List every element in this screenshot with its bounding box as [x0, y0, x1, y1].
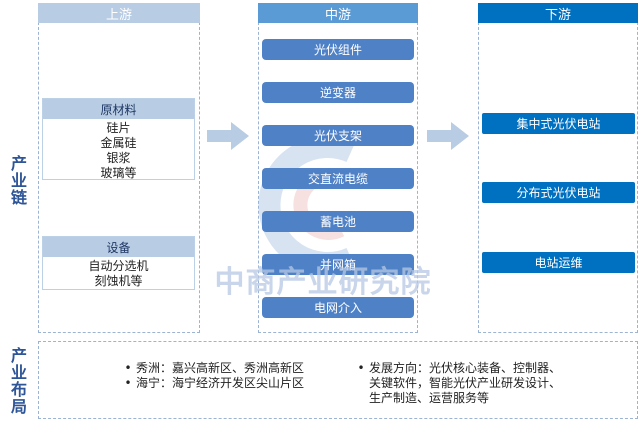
bullet-icon: • [124, 361, 132, 375]
equipment-box: 设备 自动分选机 刻蚀机等 [42, 236, 195, 290]
downstream-item-distributed: 分布式光伏电站 [482, 182, 635, 203]
downstream-panel [478, 22, 638, 333]
midstream-item-cable: 交直流电缆 [262, 168, 414, 189]
midstream-item-pv-bracket: 光伏支架 [262, 125, 414, 146]
location-text: 秀洲：嘉兴高新区、秀洲高新区 [136, 361, 305, 375]
layout-direction: • 发展方向：光伏核心装备、控制器、 关键软件，智能光伏产业研发设计、 生产制造… [353, 361, 561, 406]
equipment-item: 刻蚀机等 [94, 274, 143, 288]
list-item: • 海宁：海宁经济开发区尖山片区 [120, 376, 304, 391]
list-item: • 秀洲：嘉兴高新区、秀洲高新区 [120, 361, 304, 376]
upstream-header: 上游 [38, 3, 200, 23]
equipment-item: 自动分选机 [88, 259, 149, 273]
list-item: • 发展方向：光伏核心装备、控制器、 [353, 361, 561, 376]
bullet-icon: • [357, 361, 365, 375]
downstream-item-centralized: 集中式光伏电站 [482, 113, 635, 134]
midstream-item-pv-module: 光伏组件 [262, 39, 414, 60]
direction-text: 生产制造、运营服务等 [369, 391, 490, 405]
arrow-right-icon [207, 122, 249, 150]
midstream-item-grid-box: 并网箱 [262, 254, 414, 275]
location-text: 海宁：海宁经济开发区尖山片区 [136, 376, 305, 390]
direction-text: 关键软件，智能光伏产业研发设计、 [369, 376, 562, 390]
raw-material-item: 玻璃等 [100, 166, 137, 180]
watermark-text: 中商产业研究院 [214, 265, 432, 300]
raw-material-item: 硅片 [106, 121, 131, 135]
midstream-header: 中游 [258, 3, 418, 23]
midstream-item-grid-access: 电网介入 [262, 297, 414, 318]
direction-text: 发展方向：光伏核心装备、控制器、 [369, 361, 562, 375]
industry-chain-label: 产业链 [8, 154, 27, 206]
raw-material-item: 银浆 [106, 151, 131, 165]
raw-materials-title: 原材料 [43, 99, 194, 119]
industry-layout-box [38, 341, 638, 419]
bullet-icon: • [124, 376, 132, 390]
downstream-header: 下游 [478, 3, 638, 23]
midstream-item-battery: 蓄电池 [262, 211, 414, 232]
list-item: 生产制造、运营服务等 [353, 391, 561, 406]
equipment-title: 设备 [43, 237, 194, 257]
arrow-right-icon [427, 122, 469, 150]
raw-material-item: 金属硅 [100, 136, 137, 150]
midstream-item-inverter: 逆变器 [262, 82, 414, 103]
downstream-item-maintenance: 电站运维 [482, 252, 635, 273]
list-item: 关键软件，智能光伏产业研发设计、 [353, 376, 561, 391]
raw-materials-box: 原材料 硅片 金属硅 银浆 玻璃等 [42, 98, 195, 180]
industry-layout-label: 产业布局 [8, 347, 27, 415]
layout-locations: • 秀洲：嘉兴高新区、秀洲高新区 • 海宁：海宁经济开发区尖山片区 [120, 361, 304, 391]
